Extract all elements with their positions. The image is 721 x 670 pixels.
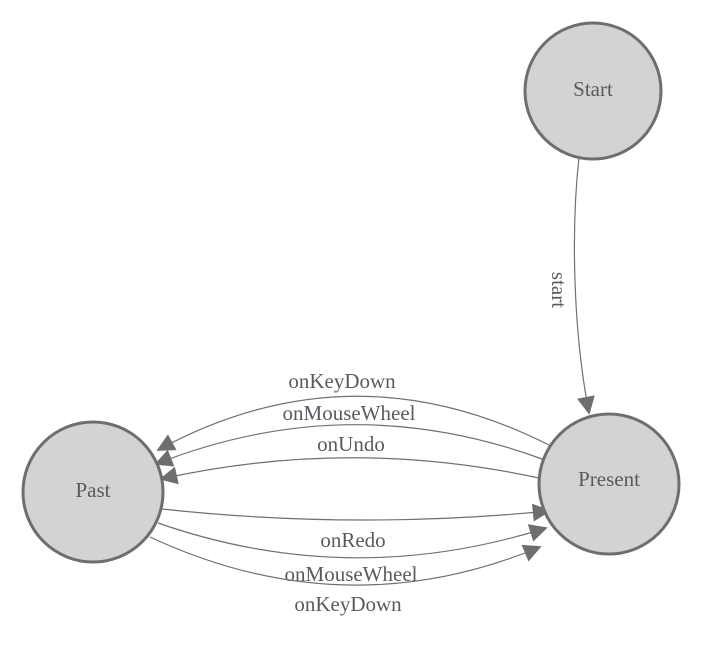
- edge-label-start: start: [547, 272, 571, 308]
- edge-path-onkeydown-bottom: [149, 536, 542, 586]
- edge-path-onmousewheel-top: [154, 424, 543, 467]
- edge-present-to-past-onkeydown: onKeyDown: [156, 369, 550, 451]
- edge-present-to-past-onundo: onUndo: [159, 432, 540, 485]
- edge-path-onkeydown-top: [156, 395, 550, 451]
- edge-path-start: [573, 156, 595, 415]
- node-present-label: Present: [578, 467, 640, 491]
- edge-path-onundo: [159, 457, 540, 485]
- edge-label-onredo: onRedo: [320, 528, 385, 552]
- edge-past-to-present-onkeydown: onKeyDown: [149, 536, 542, 616]
- edge-present-to-past-onmousewheel: onMouseWheel: [154, 401, 543, 467]
- node-present-circle[interactable]: [537, 412, 681, 556]
- node-past[interactable]: Past: [21, 420, 165, 564]
- edge-path-onmousewheel-bottom: [157, 522, 548, 559]
- edge-start-to-present: start: [547, 156, 595, 415]
- edge-path-onredo: [161, 503, 551, 522]
- edge-label-onkeydown-top: onKeyDown: [288, 369, 396, 393]
- node-start-circle[interactable]: [523, 21, 663, 161]
- node-start[interactable]: Start: [523, 21, 663, 161]
- node-past-circle[interactable]: [21, 420, 165, 564]
- node-start-label: Start: [573, 77, 613, 101]
- edge-past-to-present-onredo: onRedo: [161, 503, 551, 552]
- edge-label-onkeydown-bottom: onKeyDown: [294, 592, 402, 616]
- node-present[interactable]: Present: [537, 412, 681, 556]
- node-layer: Start Present Past: [21, 21, 681, 564]
- edge-layer: start onKeyDown onMouseWheel onUndo onRe…: [149, 156, 595, 616]
- edge-label-onundo: onUndo: [317, 432, 385, 456]
- edge-label-onmousewheel-top: onMouseWheel: [283, 401, 416, 425]
- node-past-label: Past: [75, 478, 110, 502]
